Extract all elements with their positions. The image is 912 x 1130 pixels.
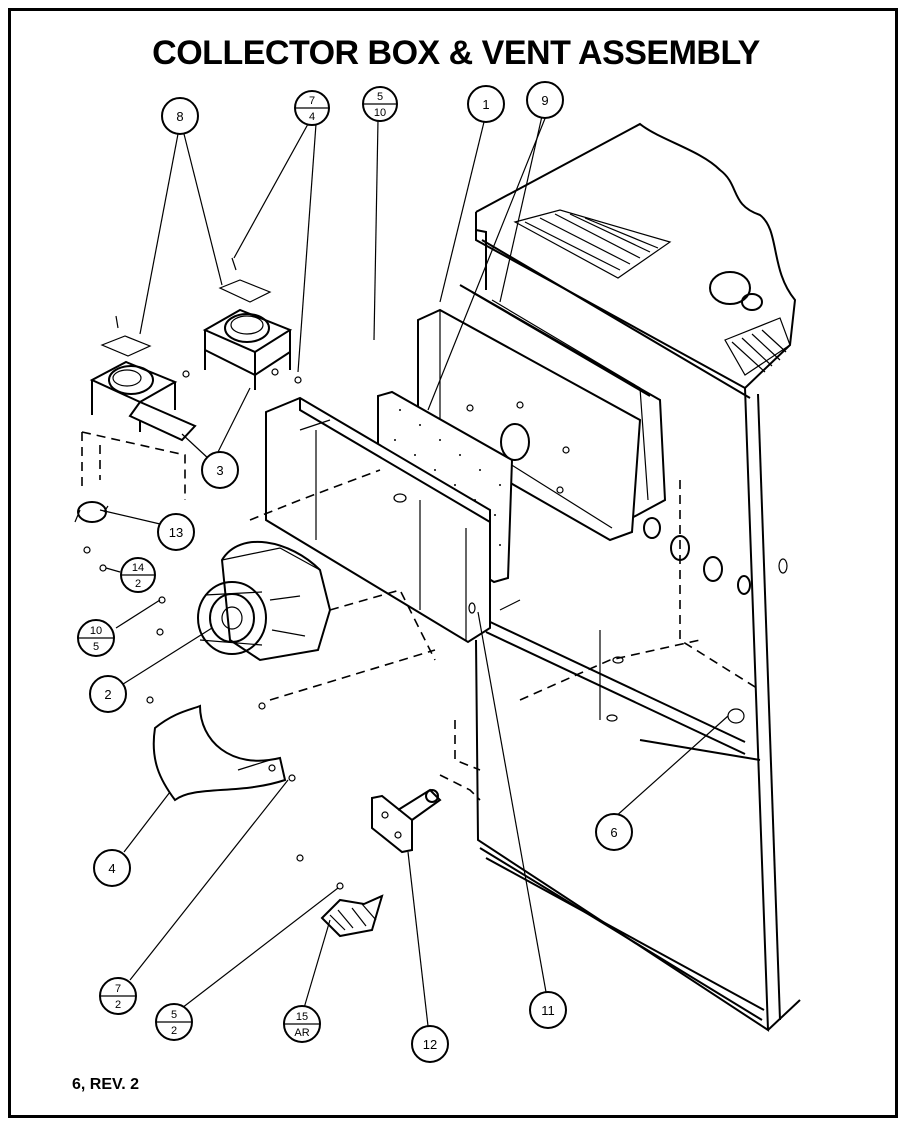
callout-7-2-bottom: 2: [115, 999, 121, 1011]
callout-13-label: 13: [169, 525, 183, 540]
callout-3-label: 3: [216, 463, 223, 478]
callout-4: 4: [93, 849, 131, 887]
callout-1: 1: [467, 85, 505, 123]
callout-11: 11: [529, 991, 567, 1029]
callout-13: 13: [157, 513, 195, 551]
callout-2-label: 2: [104, 687, 111, 702]
callout-6-label: 6: [610, 825, 617, 840]
page-border: [8, 8, 898, 1118]
curved-shield: [152, 704, 296, 802]
callout-5-2-bottom: 2: [171, 1025, 177, 1037]
callout-7-4-top: 7: [309, 95, 315, 107]
page-title: COLLECTOR BOX & VENT ASSEMBLY: [152, 34, 760, 72]
callout-7-4: 7 4: [294, 90, 330, 126]
callout-5-2: 5 2: [155, 1003, 193, 1041]
pressure-switch: [74, 501, 109, 572]
callout-4-label: 4: [108, 861, 115, 876]
callout-10-5-top: 10: [90, 625, 102, 637]
callout-11-label: 11: [541, 1003, 555, 1018]
furnace-cabinet: [454, 122, 801, 1032]
callout-14-2-bottom: 2: [135, 578, 141, 590]
callout-5-10: 5 10: [362, 86, 398, 122]
revision-note: 6, REV. 2: [72, 1076, 140, 1093]
callout-12-label: 12: [423, 1037, 437, 1052]
callout-5-2-top: 5: [171, 1009, 177, 1021]
inducer-blower: [146, 469, 436, 710]
callout-7-4-bottom: 4: [309, 111, 315, 123]
callout-7-2-top: 7: [115, 983, 121, 995]
callout-15-ar: 15 AR: [283, 1005, 321, 1043]
callout-6: 6: [595, 813, 633, 851]
callout-14-2: 14 2: [120, 557, 156, 593]
callout-12: 12: [411, 1025, 449, 1063]
callout-10-5-bottom: 5: [93, 641, 99, 653]
heat-exchanger-panels: [265, 284, 667, 644]
vent-adapters: [81, 257, 302, 500]
callout-7-2: 7 2: [99, 977, 137, 1015]
callout-15-ar-bottom: AR: [294, 1027, 309, 1039]
callout-9-label: 9: [541, 93, 548, 108]
leader-lines: [99, 115, 729, 1027]
callout-2: 2: [89, 675, 127, 713]
callout-8: 8: [161, 97, 199, 135]
callout-9: 9: [526, 81, 564, 119]
callout-14-2-top: 14: [132, 562, 144, 574]
callout-8-label: 8: [176, 109, 183, 124]
callout-5-10-top: 5: [377, 91, 383, 103]
callout-15-ar-top: 15: [296, 1011, 308, 1023]
callout-10-5: 10 5: [77, 619, 115, 657]
limit-bracket: [296, 774, 481, 938]
callout-5-10-bottom: 10: [374, 107, 386, 119]
callout-1-label: 1: [482, 97, 489, 112]
callout-3: 3: [201, 451, 239, 489]
